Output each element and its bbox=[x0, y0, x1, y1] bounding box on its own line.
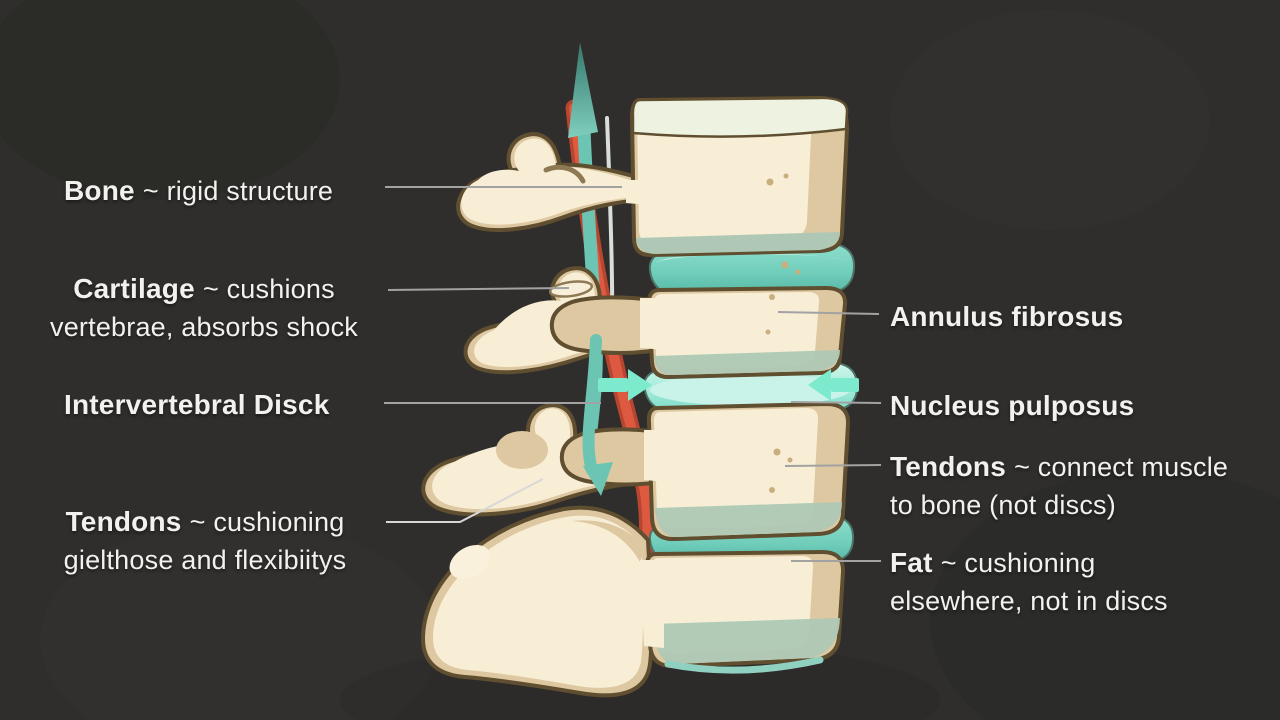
label-nucleus-term: Nucleus pulposus bbox=[890, 390, 1135, 421]
leader-tendons-right bbox=[784, 464, 882, 467]
label-fat: Fat~ cushioning elsewhere, not in discs bbox=[890, 544, 1168, 620]
flow-arrow bbox=[582, 334, 613, 496]
label-bone: Bone~ rigid structure bbox=[64, 172, 333, 210]
label-fat-desc: ~ cushioning bbox=[940, 548, 1096, 578]
label-tendons-left-desc: ~ cushioning bbox=[189, 507, 345, 537]
label-annulus-term: Annulus fibrosus bbox=[890, 301, 1124, 332]
label-cartilage-term: Cartilage bbox=[73, 273, 195, 304]
label-cartilage: Cartilage~ cushions vertebrae, absorbs s… bbox=[24, 270, 384, 346]
canal-top-spike bbox=[568, 42, 598, 138]
label-annulus-fibrosus: Annulus fibrosus bbox=[890, 298, 1123, 336]
label-tendons-right-desc: ~ connect muscle bbox=[1014, 452, 1229, 482]
label-intervertebral-term: Intervertebral Disck bbox=[64, 389, 330, 420]
label-tendons-left-desc2: gielthose and flexibiitys bbox=[63, 545, 347, 575]
leader-lines bbox=[384, 186, 882, 562]
label-tendons-left-term: Tendons bbox=[65, 506, 182, 537]
leader-cartilage bbox=[387, 287, 570, 291]
label-nucleus-pulposus: Nucleus pulposus bbox=[890, 387, 1134, 425]
label-tendons-right-term: Tendons bbox=[890, 451, 1006, 482]
label-intervertebral-disc: Intervertebral Disck bbox=[64, 386, 329, 424]
label-fat-term: Fat bbox=[890, 547, 933, 578]
pressure-arrow-right-icon bbox=[808, 369, 859, 401]
label-fat-desc2: elsewhere, not in discs bbox=[890, 586, 1168, 616]
vertebra-body-2 bbox=[549, 295, 660, 355]
label-cartilage-desc: ~ cushions bbox=[202, 274, 335, 304]
label-bone-desc: ~ rigid structure bbox=[142, 176, 334, 206]
label-bone-term: Bone bbox=[64, 175, 135, 206]
leader-annulus bbox=[777, 311, 880, 315]
leader-tendons-left bbox=[386, 478, 544, 523]
pressure-arrow-left-icon bbox=[598, 369, 652, 401]
label-cartilage-desc2: vertebrae, absorbs shock bbox=[50, 312, 358, 342]
label-tendons-right: Tendons ~ connect muscle to bone (not dis… bbox=[890, 448, 1228, 524]
flow-arrowhead-icon bbox=[583, 462, 613, 496]
label-tendons-left: Tendons~ cushioning gielthose and flexib… bbox=[20, 503, 390, 579]
vertebral-bodies bbox=[549, 95, 851, 674]
label-tendons-right-desc2: to bone (not discs) bbox=[890, 490, 1116, 520]
leader-nucleus bbox=[790, 401, 882, 404]
pressure-arrows bbox=[598, 369, 859, 401]
